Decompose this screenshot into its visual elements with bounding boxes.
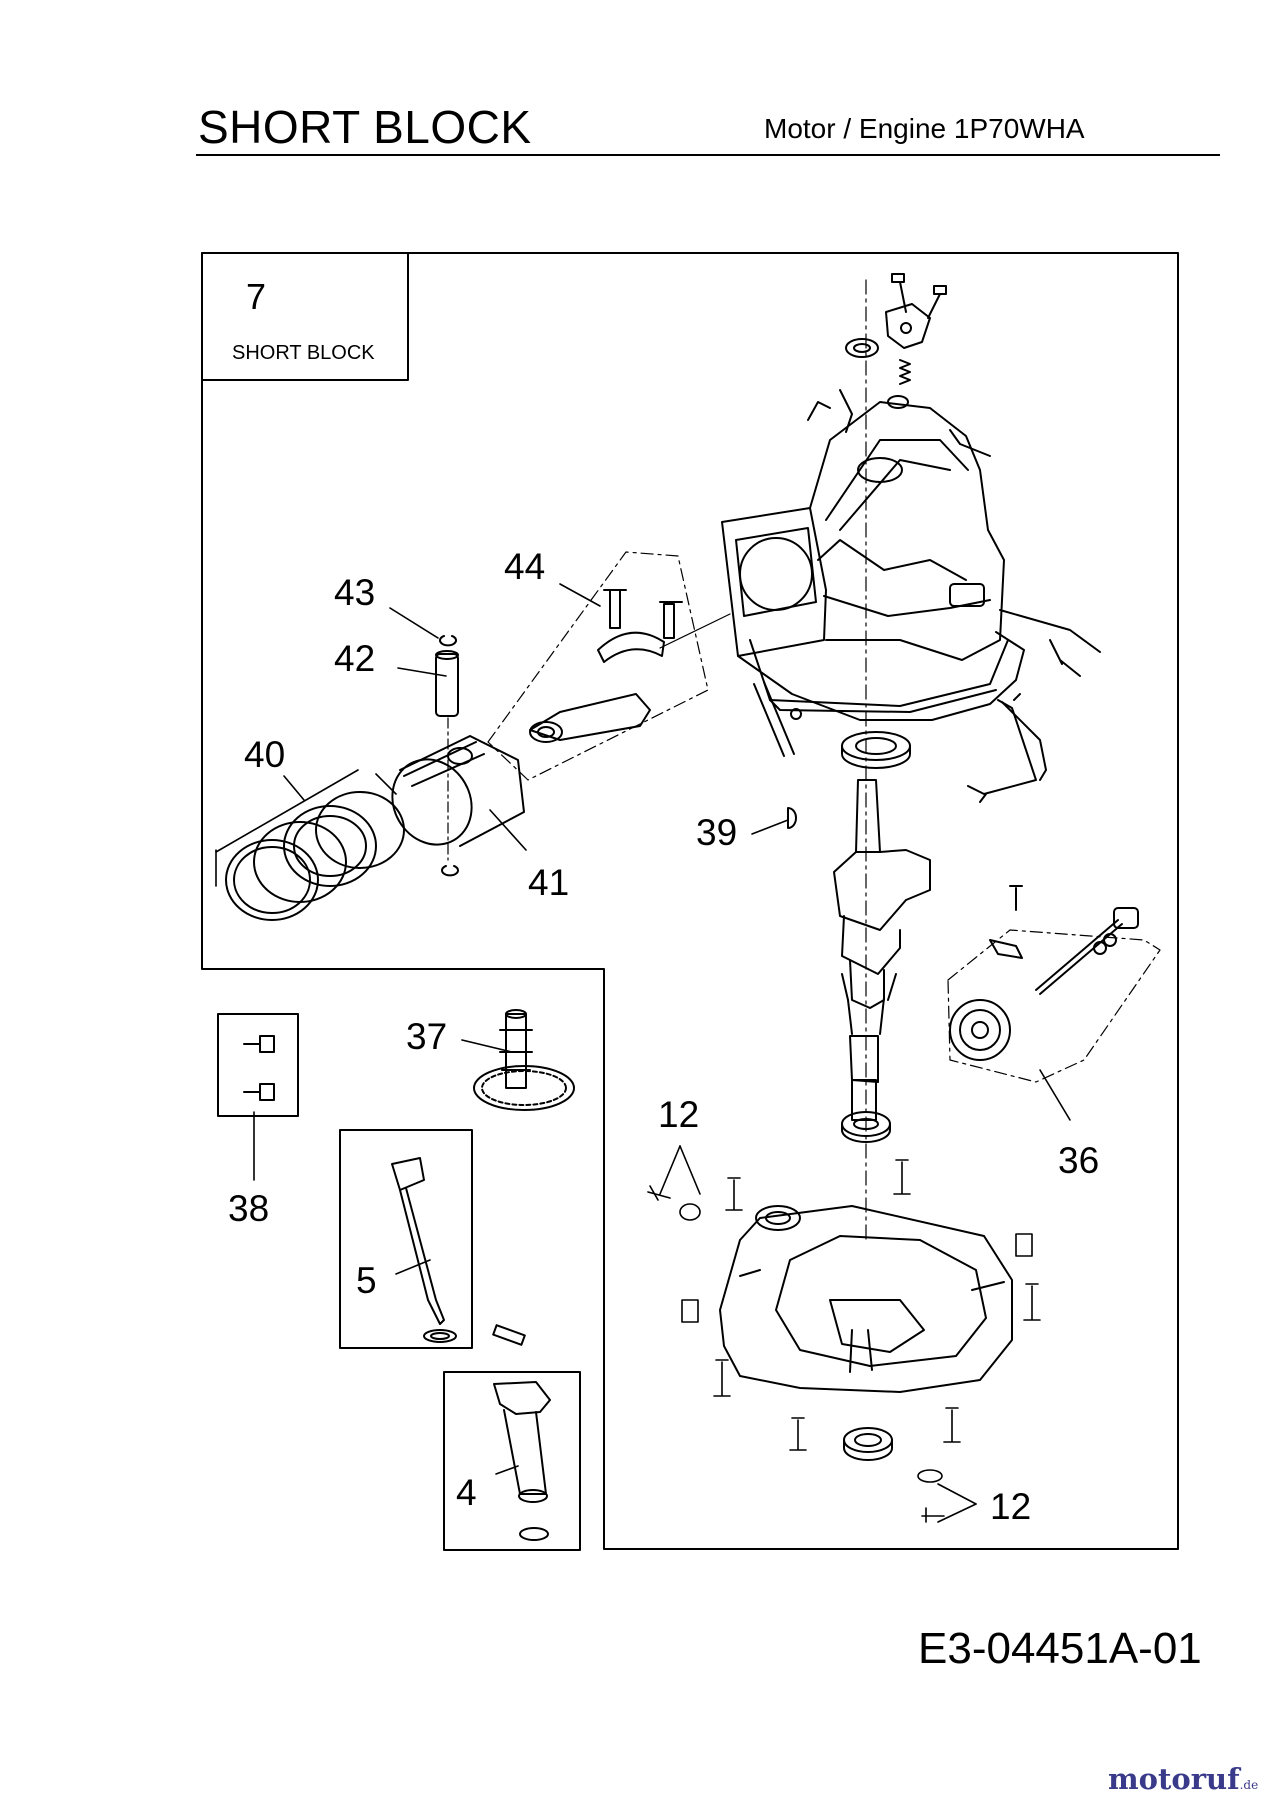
cylinder-block-part [721, 389, 1009, 713]
oil-fill-tube-part [443, 1324, 581, 1551]
callout-5: 5 [356, 1260, 377, 1301]
crankcase-bolts-part [647, 1159, 1041, 1523]
piston-part [391, 735, 525, 847]
header-rule [196, 154, 1220, 156]
camshaft-part [473, 1009, 575, 1111]
callout-4: 4 [456, 1472, 477, 1513]
callout-44: 44 [504, 546, 546, 587]
governor-assembly-part [947, 885, 1161, 1083]
callout-40: 40 [244, 734, 286, 775]
watermark-logo: motoruf.de [1108, 1762, 1258, 1796]
piston-rings-part [215, 769, 405, 921]
callout-41: 41 [528, 862, 570, 903]
crankshaft-part [833, 779, 931, 1121]
brand-name: motoruf [1108, 1762, 1240, 1796]
crankcase-cover-part [719, 1205, 1013, 1393]
callout-42: 42 [334, 638, 376, 679]
woodruff-key-part [787, 807, 797, 829]
page-title: SHORT BLOCK [198, 101, 532, 153]
brand-tld: .de [1239, 1778, 1259, 1792]
governor-arm-part [845, 273, 947, 409]
callout-12-lower: 12 [990, 1486, 1032, 1527]
connecting-rod-part [487, 551, 731, 781]
gasket-and-dipstick-tube-part [737, 609, 1101, 803]
callout-12-upper: 12 [658, 1094, 700, 1135]
engine-model-subtitle: Motor / Engine 1P70WHA [764, 113, 1085, 144]
inset-title-box [201, 252, 409, 381]
callout-38: 38 [228, 1188, 270, 1229]
main-bearing-part [841, 731, 911, 769]
callout-43: 43 [334, 572, 376, 613]
dipstick-part [339, 1129, 473, 1349]
diagram-frame [201, 252, 1179, 1550]
callout-39: 39 [696, 812, 738, 853]
screws-kit-part [217, 1013, 299, 1117]
leader-lines [253, 583, 1071, 1523]
inset-diagram-number: 7 [246, 276, 267, 317]
inset-diagram-label: SHORT BLOCK [232, 342, 375, 364]
oil-seal-part [843, 1427, 893, 1461]
piston-pin-part [435, 635, 459, 877]
callout-37: 37 [406, 1016, 448, 1057]
callout-36: 36 [1058, 1140, 1100, 1181]
drawing-code: E3-04451A-01 [918, 1624, 1202, 1673]
thrust-washer-part [841, 1111, 891, 1143]
